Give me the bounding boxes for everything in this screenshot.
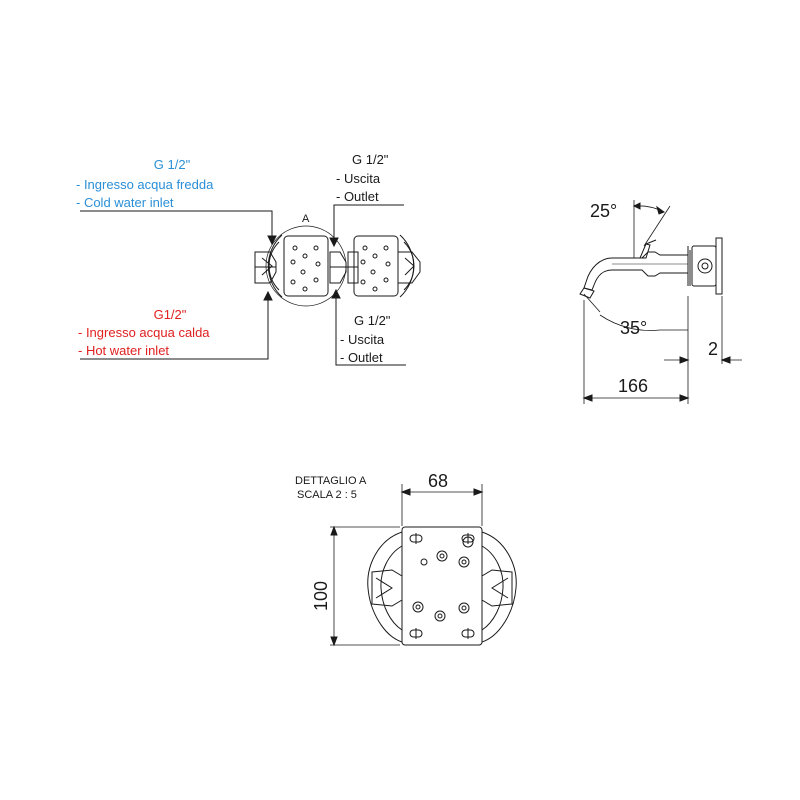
cold-leader [80,210,277,246]
left-crescent [367,531,403,643]
detail-left-valve [371,569,403,607]
angle-bottom-label: 35° [620,318,647,338]
hot-it-label: - Ingresso acqua calda [78,325,210,340]
dim-height-label: 100 [311,581,331,611]
detail-right-valve [481,569,513,607]
angle-top-label: 25° [590,201,617,221]
right-valve-body [397,251,421,284]
hot-leader [80,290,273,360]
valve-housing [691,245,717,287]
detail-title: DETTAGLIO A [295,475,367,487]
middle-valve-right [347,251,359,284]
outlet-top-en: - Outlet [336,189,379,204]
detail-plate [401,526,483,646]
outlet-bottom-it: - Uscita [340,332,385,347]
hot-en-label: - Hot water inlet [78,343,169,358]
right-rosette [399,234,415,298]
detail-scale: SCALA 2 : 5 [297,489,357,501]
spout [583,251,689,291]
mounting-plate-left [283,235,329,297]
dim-length-label: 166 [618,376,648,396]
outlet-bottom-size: G 1/2" [354,313,391,328]
front-view [254,225,421,307]
outlet-top-leader [329,204,404,248]
detail-a-view [330,484,517,647]
detail-mark: A [302,213,310,225]
left-rosette [267,234,283,298]
dim-width-label: 68 [428,471,448,491]
hot-size-label: G1/2" [154,307,187,322]
side-view [579,200,742,404]
handle-lever [639,243,651,259]
cold-it-label: - Ingresso acqua fredda [76,177,214,192]
outlet-bottom-leader [331,288,406,366]
detail-a-circle [265,225,347,307]
wall-plate [715,237,723,295]
dim-offset-label: 2 [708,339,718,359]
angle-arc-bottom [599,314,661,331]
outlet-top-size: G 1/2" [352,152,389,167]
outlet-top-it: - Uscita [336,171,381,186]
left-valve-body [254,251,277,284]
outlet-bottom-en: - Outlet [340,350,383,365]
cold-en-label: - Cold water inlet [76,195,174,210]
middle-valve-left [329,251,347,284]
right-crescent [481,531,517,643]
cold-size-label: G 1/2" [154,157,191,172]
